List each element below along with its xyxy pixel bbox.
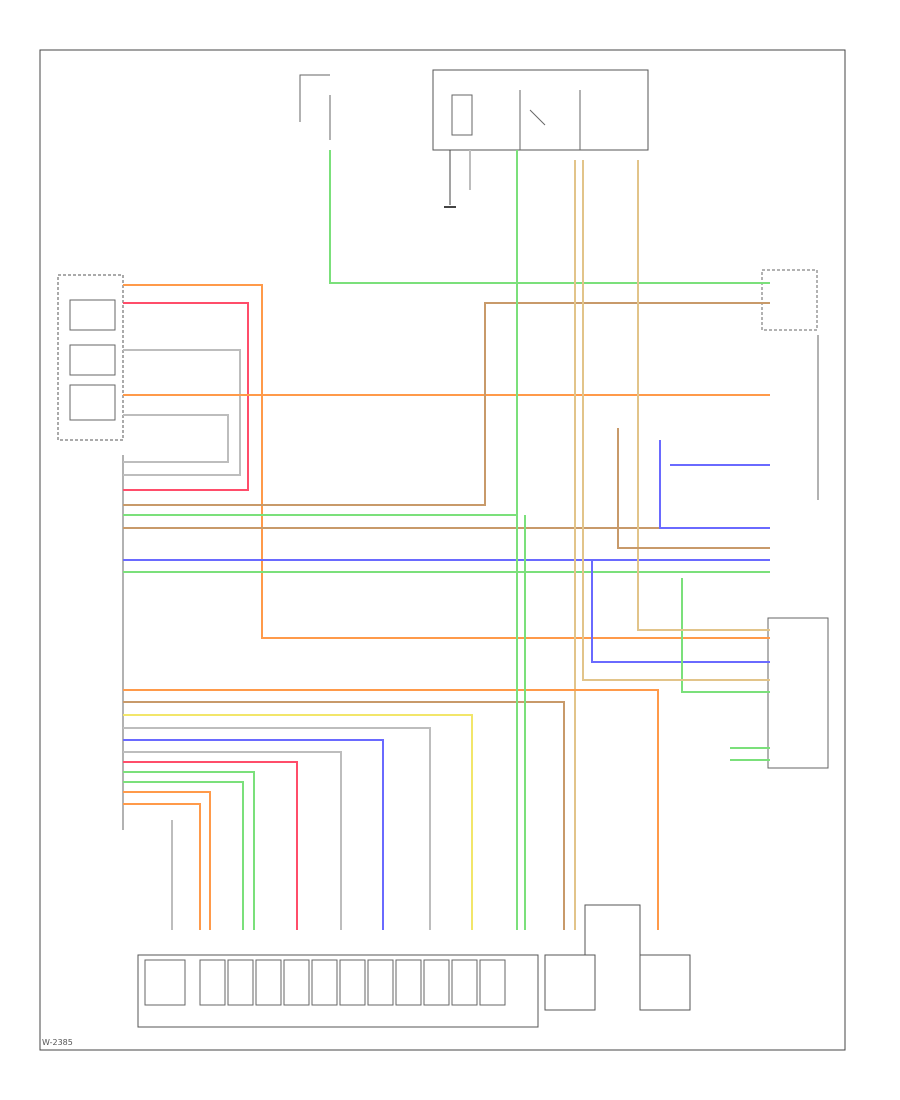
wire-blu-10 bbox=[659, 440, 770, 529]
wire-brn-18 bbox=[617, 428, 770, 549]
wire-blu-23 bbox=[123, 739, 384, 930]
top-relay-box bbox=[432, 69, 649, 151]
speed-sensor-left bbox=[544, 954, 596, 1011]
wire-org-19 bbox=[123, 689, 659, 930]
wire-grn-7 bbox=[123, 514, 518, 930]
wire-gry-5 bbox=[123, 414, 229, 463]
right-component-box bbox=[761, 269, 829, 769]
top-fuse-box-left bbox=[299, 74, 331, 140]
speed-sensor-middle bbox=[584, 904, 641, 955]
wire-tan-17 bbox=[582, 160, 770, 681]
wire-org-28 bbox=[123, 791, 211, 930]
wire-gry-3 bbox=[123, 349, 241, 476]
wire-brn-20 bbox=[123, 701, 565, 930]
wire-grn-0 bbox=[329, 150, 770, 284]
wire-red-25 bbox=[123, 761, 298, 930]
figure-id: W-2385 bbox=[42, 1038, 73, 1047]
wire-red-2 bbox=[123, 302, 249, 491]
wire-brn-6 bbox=[123, 302, 770, 506]
speed-sensor-right bbox=[639, 954, 691, 1011]
solenoid-assembly bbox=[137, 954, 539, 1028]
wire-grn-27 bbox=[123, 781, 244, 930]
wire-grn-26 bbox=[123, 771, 255, 930]
ground-symbol-top bbox=[444, 150, 456, 208]
wire-tan-15 bbox=[637, 160, 770, 631]
wire-gry-22 bbox=[123, 727, 431, 930]
diagram-frame bbox=[39, 49, 846, 1051]
wire-yel-21 bbox=[123, 714, 473, 930]
left-switch-module bbox=[57, 274, 124, 441]
wire-gry-24 bbox=[123, 751, 342, 930]
wire-grn-14 bbox=[681, 578, 770, 693]
wire-blu-13 bbox=[591, 560, 770, 663]
wire-harness bbox=[123, 150, 770, 930]
wire-org-29 bbox=[123, 803, 201, 930]
